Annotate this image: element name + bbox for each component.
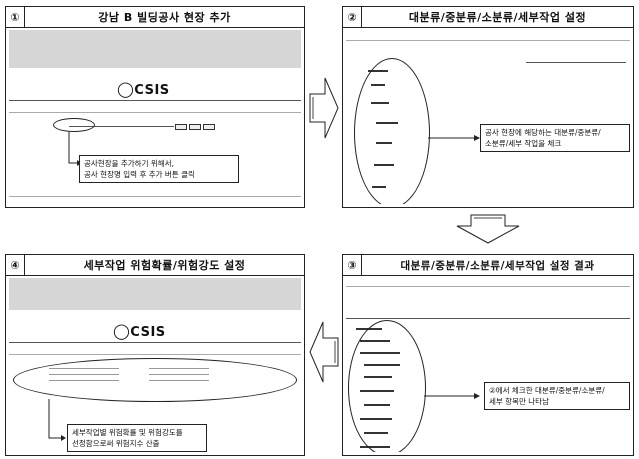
panel-2-header: ② 대분류/중분류/소분류/세부작업 설정 (343, 7, 633, 28)
csis-logo: ◯CSIS (113, 322, 166, 340)
panel-4: ④ 세부작업 위험확률/위험강도 설정 ◯CSIS 세부작업별 위험확률 및 위… (5, 254, 305, 456)
panel-2-callout: 공사 현장에 해당하는 대분류/중분류/ 소분류/세부 작업을 체크 (480, 124, 630, 152)
panel-3-number: ③ (347, 258, 357, 272)
csis-logo: ◯CSIS (117, 80, 170, 98)
panel-1-header: ① 강남 B 빌딩공사 현장 추가 (6, 7, 304, 28)
panel-4-screenshot: ◯CSIS 세부작업별 위험확률 및 위험강도를 선정함으로써 위험지수 산출 (9, 278, 301, 452)
panel-3: ③ 대분류/중분류/소분류/세부작업 설정 결과 ②에서 체크한 대분류/중분류… (342, 254, 634, 456)
highlight-ellipse (348, 320, 426, 452)
delete-button[interactable] (203, 124, 215, 130)
panel-1: ① 강남 B 빌딩공사 현장 추가 ◯CSIS 공사현장을 추가하기 위해서, … (5, 6, 305, 208)
highlight-ellipse (13, 358, 297, 402)
panel-3-header: ③ 대분류/중분류/소분류/세부작업 설정 결과 (343, 255, 633, 276)
panel-3-title: 대분류/중분류/소분류/세부작업 설정 결과 (400, 259, 595, 272)
panel-4-header: ④ 세부작업 위험확률/위험강도 설정 (6, 255, 304, 276)
panel-3-callout: ②에서 체크한 대분류/중분류/소분류/ 세부 항목만 나타남 (484, 382, 630, 410)
add-button[interactable] (175, 124, 187, 130)
highlight-ellipse (53, 118, 95, 132)
panel-1-screenshot: ◯CSIS 공사현장을 추가하기 위해서, 공사 현장명 입력 후 추가 버튼 … (9, 30, 301, 204)
panel-2-screenshot: 공사 현장에 해당하는 대분류/중분류/ 소분류/세부 작업을 체크 (346, 30, 630, 204)
panel-4-title: 세부작업 위험확률/위험강도 설정 (83, 259, 246, 272)
panel-2: ② 대분류/중분류/소분류/세부작업 설정 공사 현장에 해당하는 대분류/중분… (342, 6, 634, 208)
panel-1-callout: 공사현장을 추가하기 위해서, 공사 현장명 입력 후 추가 버튼 클릭 (79, 155, 239, 183)
panel-2-number: ② (347, 10, 357, 24)
highlight-ellipse (354, 58, 430, 204)
arrow-down-icon (456, 214, 520, 244)
panel-2-title: 대분류/중분류/소분류/세부작업 설정 (408, 11, 587, 24)
panel-4-callout: 세부작업별 위험확률 및 위험강도를 선정함으로써 위험지수 산출 (67, 424, 207, 452)
edit-button[interactable] (189, 124, 201, 130)
arrow-right-icon (309, 77, 339, 139)
panel-4-number: ④ (10, 258, 20, 272)
panel-3-screenshot: ②에서 체크한 대분류/중분류/소분류/ 세부 항목만 나타남 (346, 278, 630, 452)
panel-1-number: ① (10, 10, 20, 24)
arrow-left-icon (309, 321, 339, 383)
panel-1-title: 강남 B 빌딩공사 현장 추가 (98, 11, 231, 24)
